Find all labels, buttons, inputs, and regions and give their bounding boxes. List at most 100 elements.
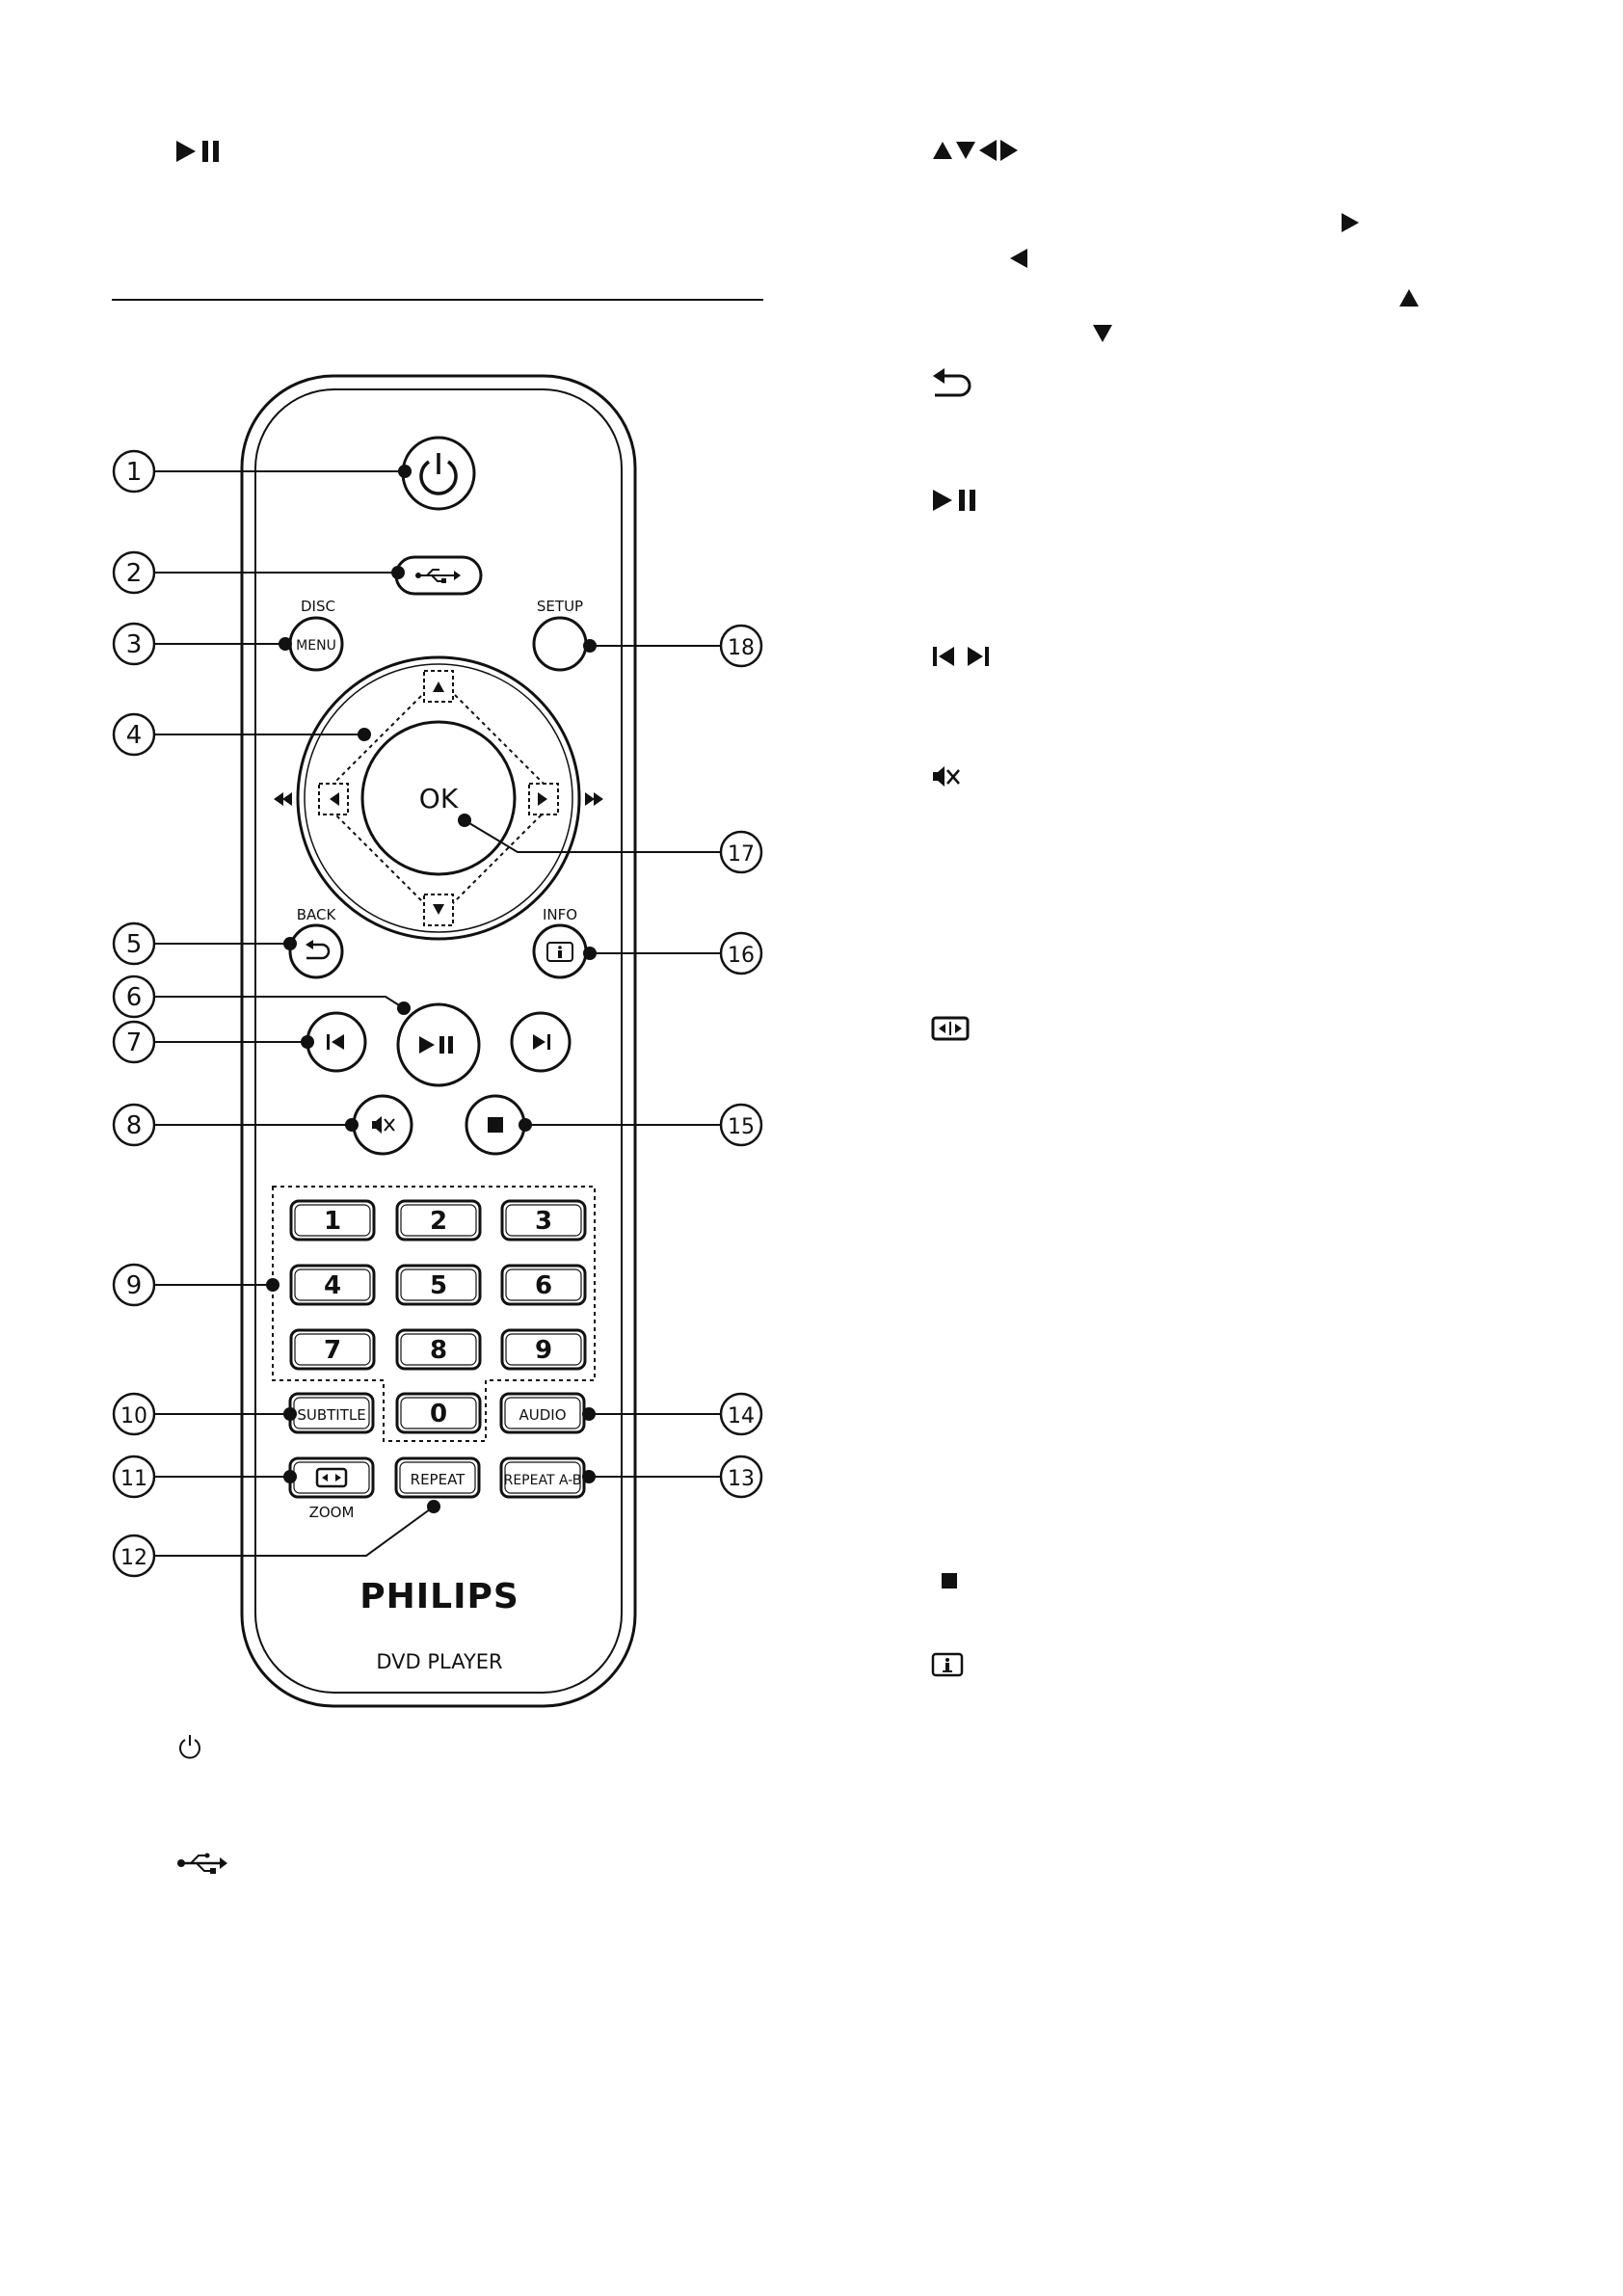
callout-circle (112, 1020, 156, 1064)
next-button[interactable] (510, 1011, 572, 1073)
previous-next-icon (933, 647, 989, 666)
ok-button[interactable]: OK (360, 720, 517, 876)
digit-key-label: 2 (430, 1207, 447, 1236)
digit-key-6[interactable]: 6 (500, 1264, 587, 1306)
leader-dot (583, 947, 597, 960)
digit-key-0[interactable]: 0 (395, 1392, 482, 1434)
digit-key-label: 5 (430, 1271, 447, 1300)
audio-button[interactable]: AUDIO (499, 1392, 586, 1434)
play-pause-icon (176, 141, 219, 162)
navigation-dotted-outline (317, 677, 560, 920)
previous-button[interactable] (306, 1011, 367, 1073)
callout-number: 16 (728, 944, 755, 968)
callout-number: 12 (120, 1546, 147, 1570)
nav-down-button[interactable] (423, 894, 454, 926)
repeat-button[interactable]: REPEAT (394, 1456, 481, 1499)
callout-number: 18 (728, 636, 755, 660)
callout-3: 3 (112, 622, 292, 666)
callout-number: 4 (126, 721, 143, 750)
digit-key-label: 3 (535, 1207, 552, 1236)
leader-dot (427, 1500, 440, 1513)
callout-9: 9 (112, 1263, 279, 1307)
callout-circle (112, 1263, 156, 1307)
usb-icon (177, 1853, 227, 1874)
callout-circle (719, 830, 763, 874)
callout-8: 8 (112, 1103, 359, 1147)
callout-circle (719, 1392, 763, 1436)
mute-icon (933, 766, 960, 787)
remote-control: DISC MENU SETUP (240, 374, 637, 1708)
digit-key-2[interactable]: 2 (395, 1199, 482, 1241)
digit-key-8[interactable]: 8 (395, 1328, 482, 1371)
digit-key-9[interactable]: 9 (500, 1328, 587, 1371)
info-button[interactable] (532, 923, 588, 979)
callout-17: 17 (458, 814, 763, 874)
nav-left-button[interactable] (318, 783, 349, 815)
disc-menu-label: MENU (296, 638, 336, 654)
callout-5: 5 (112, 921, 297, 966)
callout-10: 10 (112, 1392, 297, 1436)
arrow-right-icon (1342, 213, 1359, 232)
callout-circle (112, 712, 156, 757)
rewind-icon (274, 792, 292, 806)
callout-circle (112, 1455, 156, 1499)
callout-2: 2 (112, 550, 405, 595)
leader-dot (582, 1470, 596, 1483)
nav-up-button[interactable] (423, 670, 454, 703)
callout-13: 13 (582, 1455, 763, 1499)
digit-key-3[interactable]: 3 (500, 1199, 587, 1241)
disc-label: DISC (301, 598, 335, 615)
brand-logo: PHILIPS (359, 1577, 519, 1616)
leader-dot (519, 1118, 532, 1132)
leader-dot (301, 1035, 314, 1049)
callout-number: 10 (120, 1404, 147, 1428)
subtitle-button[interactable]: SUBTITLE (288, 1392, 375, 1434)
digit-key-1[interactable]: 1 (289, 1199, 376, 1241)
callout-circle (719, 1455, 763, 1499)
callout-18: 18 (583, 624, 763, 668)
repeat-ab-button[interactable]: REPEAT A-B (499, 1456, 586, 1499)
zoom-button[interactable] (288, 1456, 375, 1499)
nav-right-button[interactable] (528, 783, 559, 815)
leader-dot (398, 465, 412, 478)
back-label: BACK (297, 906, 337, 923)
digit-key-5[interactable]: 5 (395, 1264, 482, 1306)
leader-dot (583, 639, 597, 653)
callout-circle (112, 449, 156, 494)
power-button[interactable] (401, 436, 476, 511)
digit-key-label: 7 (324, 1336, 341, 1365)
arrow-left-icon (1010, 249, 1027, 268)
disc-menu-button[interactable]: MENU (288, 616, 344, 672)
leader-line (464, 819, 721, 853)
digit-key-7[interactable]: 7 (289, 1328, 376, 1371)
back-button[interactable] (288, 923, 344, 979)
model-label: DVD PLAYER (376, 1650, 502, 1673)
callout-number: 15 (728, 1115, 755, 1139)
callout-circle (719, 931, 763, 975)
callout-circle (719, 1103, 763, 1147)
play-pause-icon (933, 490, 975, 511)
digit-key-label: 6 (535, 1271, 552, 1300)
ok-label: OK (419, 783, 459, 814)
repeat-label: REPEAT (411, 1471, 466, 1488)
leader-dot (358, 728, 371, 741)
zoom-icon (931, 1016, 970, 1041)
leader-line (154, 1506, 435, 1557)
play-pause-button[interactable] (396, 1002, 481, 1087)
stop-button[interactable] (465, 1094, 526, 1156)
callout-circle (112, 974, 156, 1019)
callout-number: 13 (728, 1467, 755, 1491)
callout-14: 14 (582, 1392, 763, 1436)
setup-button[interactable] (532, 616, 588, 672)
callout-number: 7 (126, 1028, 143, 1057)
callout-4: 4 (112, 712, 371, 757)
mute-button[interactable] (352, 1094, 413, 1156)
usb-button[interactable] (394, 555, 483, 596)
stop-icon (942, 1573, 957, 1589)
leader-dot (283, 1470, 297, 1483)
digit-key-4[interactable]: 4 (289, 1264, 376, 1306)
leader-dot (283, 937, 297, 950)
